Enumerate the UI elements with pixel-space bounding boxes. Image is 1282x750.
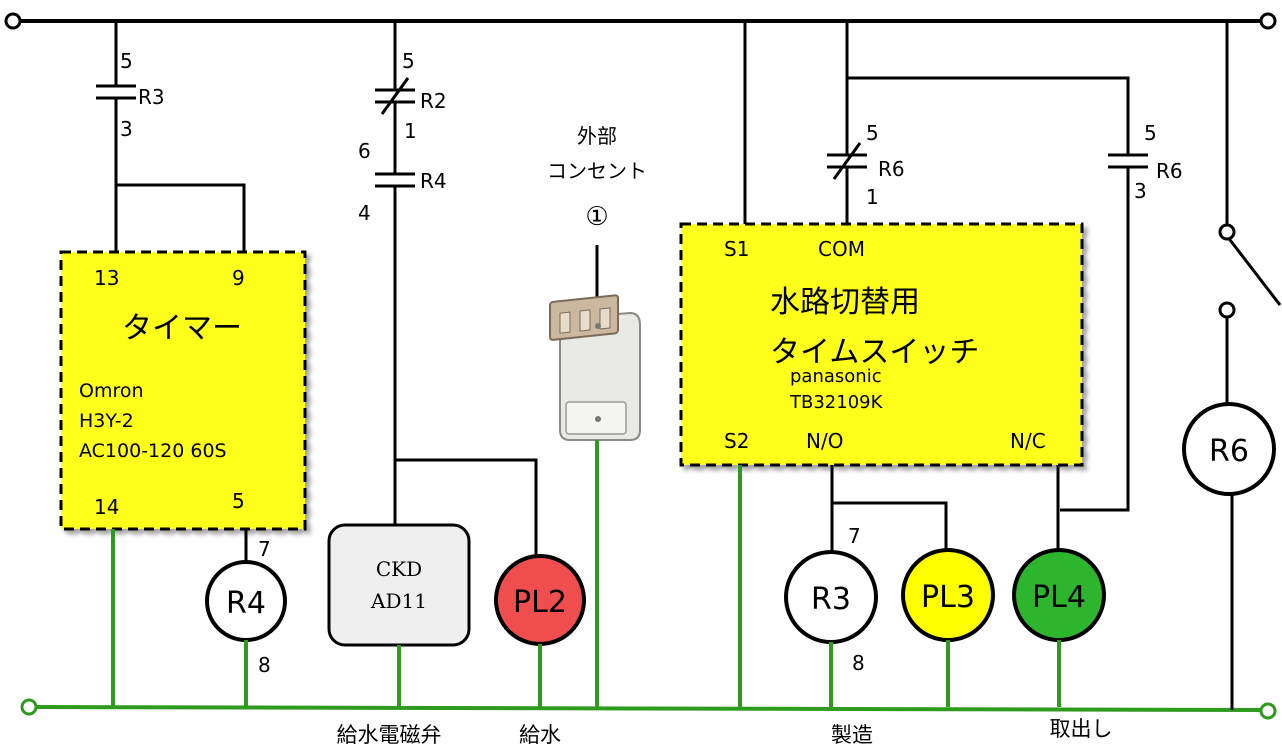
no-output-wiring [830, 465, 1060, 560]
r4-coil-label: R4 [226, 586, 266, 621]
time-switch-box [679, 222, 1084, 467]
r6-coil [1182, 402, 1276, 496]
r6-nc-pin-bottom: 1 [866, 185, 879, 209]
time-switch-title-line1: 水路切替用 [770, 285, 920, 320]
pl3-lamp-label: PL3 [921, 580, 975, 615]
r4-contact-pin-top: 6 [358, 139, 371, 163]
timer-pin-9: 9 [232, 266, 245, 290]
r3-coil-pin-bottom: 8 [852, 651, 865, 675]
r3-contact-rung [96, 21, 246, 252]
r4-coil-pin-bottom: 8 [258, 653, 271, 677]
time-switch-pin-s2: S2 [724, 429, 749, 453]
r3-contact-pin-top: 5 [120, 49, 133, 73]
r3-coil-label: R3 [811, 582, 851, 617]
time-switch-title-line2: タイムスイッチ [770, 335, 979, 370]
r6-no-label: R6 [1156, 159, 1183, 183]
outlet-number: ① [585, 202, 608, 232]
r4-contact-label: R4 [420, 169, 447, 193]
valve-model: AD11 [370, 589, 427, 613]
bottom-power-bus [34, 705, 1263, 712]
bottom-bus-left-terminal [20, 698, 38, 716]
r6-switch-rung [1225, 21, 1282, 404]
time-switch-pin-com: COM [818, 237, 865, 261]
timer-pin-5: 5 [232, 489, 245, 513]
r3-contact-label: R3 [138, 85, 165, 109]
timer-box [59, 250, 307, 531]
r6-no-pin-bottom: 3 [1134, 179, 1147, 203]
top-bus-left-terminal [4, 12, 22, 30]
time-switch-maker: panasonic [790, 366, 882, 387]
timer-maker: Omron [79, 380, 144, 402]
outlet-label-line1: 外部 [577, 124, 617, 148]
pl2-caption: 給水 [519, 723, 561, 747]
r2-r4-contact-rung [375, 21, 538, 560]
pl3-caption: 製造 [831, 723, 873, 747]
top-bus-right-terminal [1259, 12, 1277, 30]
r2-contact-label: R2 [420, 89, 447, 113]
time-switch-pin-s1: S1 [724, 237, 749, 261]
r4-contact-pin-bottom: 4 [358, 201, 371, 225]
r6-switch-top-terminal [1218, 223, 1236, 241]
r4-coil-pin-top: 7 [258, 537, 271, 561]
solenoid-valve-box [327, 523, 471, 647]
valve-caption: 給水電磁弁 [337, 723, 442, 747]
time-switch-pin-no: N/O [806, 429, 843, 453]
timer-pin-13: 13 [94, 266, 119, 290]
r2-contact-pin-top: 5 [402, 49, 415, 73]
pl4-caption: 取出し [1050, 717, 1113, 741]
time-switch-top-wiring [743, 21, 1148, 512]
outlet-icon [549, 294, 641, 441]
timer-model: H3Y-2 [79, 410, 134, 432]
timer-pin-14: 14 [94, 495, 119, 519]
r3-contact-pin-bottom: 3 [120, 117, 133, 141]
pl2-lamp-label: PL2 [513, 585, 567, 620]
r2-contact-pin-bottom: 1 [404, 119, 417, 143]
time-switch-pin-nc: N/C [1010, 429, 1046, 453]
bottom-bus-right-terminal [1259, 702, 1277, 720]
r3-coil-pin-top: 7 [848, 524, 861, 548]
time-switch-model: TB32109K [789, 392, 884, 413]
timer-spec: AC100-120 60S [79, 440, 227, 462]
r6-no-pin-top: 5 [1144, 121, 1157, 145]
outlet-label-line2: コンセント [547, 159, 647, 183]
pl4-lamp-label: PL4 [1032, 580, 1086, 615]
timer-title: タイマー [122, 311, 242, 346]
r6-nc-pin-top: 5 [866, 121, 879, 145]
valve-maker: CKD [376, 557, 422, 581]
r6-coil-label: R6 [1209, 434, 1249, 469]
r6-nc-label: R6 [878, 157, 905, 181]
r6-switch-bottom-terminal [1218, 301, 1236, 319]
